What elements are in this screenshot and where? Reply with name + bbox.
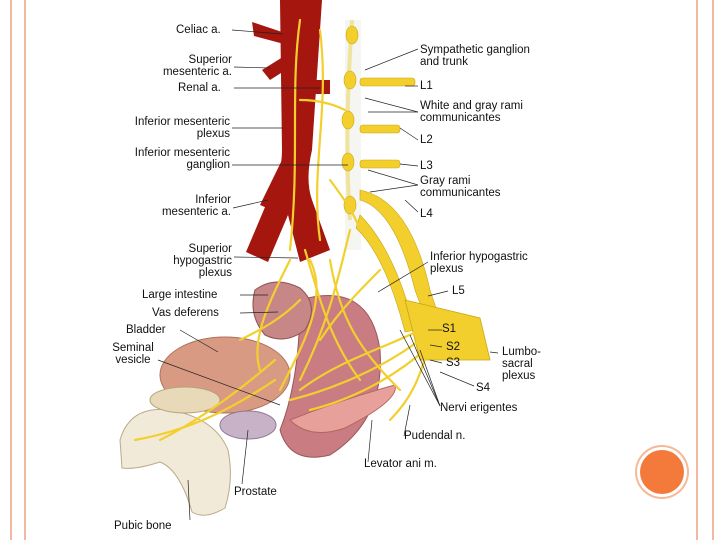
label-inf-hypogastric: Inferior hypogastric plexus bbox=[430, 251, 528, 275]
plexus-fibers bbox=[133, 18, 432, 442]
inf-mesenteric-branch bbox=[260, 160, 292, 210]
lumbosacral-block bbox=[404, 299, 491, 361]
seminal-vesicle-shape bbox=[149, 386, 221, 414]
label-sympathetic-line1: Sympathetic ganglion bbox=[420, 44, 530, 56]
right-frame-border bbox=[696, 0, 714, 540]
large-intestine-shape bbox=[252, 281, 312, 340]
label-sup-mesenteric-line2: mesenteric a. bbox=[162, 66, 232, 78]
label-renal: Renal a. bbox=[178, 82, 221, 94]
label-nervi-erigentes: Nervi erigentes bbox=[440, 402, 518, 414]
label-inf-mes-artery-line1: Inferior bbox=[195, 194, 231, 206]
label-seminal-vesicle-line1: Seminal bbox=[112, 342, 154, 354]
renal-branch bbox=[308, 80, 330, 94]
label-inf-hypogastric-line1: Inferior hypogastric bbox=[430, 251, 528, 263]
label-white-gray-rami-line1: White and gray rami bbox=[420, 100, 523, 112]
label-inf-mes-plexus-line1: Inferior mesenteric bbox=[134, 116, 230, 128]
pubic-bone-shape bbox=[119, 408, 231, 516]
label-lumbosacral-line3: plexus bbox=[502, 370, 536, 382]
label-sympathetic-line2: and trunk bbox=[420, 56, 468, 68]
label-s1: S1 bbox=[442, 323, 457, 335]
label-inf-mes-artery: Inferior mesenteric a. bbox=[140, 194, 231, 218]
label-levator: Levator ani m. bbox=[364, 458, 437, 470]
label-seminal-vesicle-line2: vesicle bbox=[115, 354, 151, 366]
sup-mesenteric-branch bbox=[262, 55, 292, 80]
label-inf-mes-ganglion-line1: Inferior mesenteric bbox=[134, 147, 230, 159]
label-gray-rami-line1: Gray rami bbox=[420, 175, 471, 187]
label-inf-mes-artery-line2: mesenteric a. bbox=[161, 206, 231, 218]
label-l5: L5 bbox=[452, 285, 465, 297]
label-sup-hypogastric: Superior hypogastric plexus bbox=[148, 243, 232, 279]
label-prostate: Prostate bbox=[234, 486, 277, 498]
leader-lines bbox=[157, 29, 499, 521]
label-s2: S2 bbox=[446, 341, 461, 353]
label-s4: S4 bbox=[476, 382, 491, 394]
label-sympathetic: Sympathetic ganglion and trunk bbox=[420, 44, 530, 68]
label-white-gray-rami-line2: communicantes bbox=[420, 112, 501, 124]
label-bladder: Bladder bbox=[126, 324, 166, 336]
label-large-intestine: Large intestine bbox=[142, 289, 218, 301]
label-sup-mesenteric-line1: Superior bbox=[188, 54, 232, 66]
label-sup-hypogastric-line2: hypogastric bbox=[173, 255, 232, 267]
label-pudendal: Pudendal n. bbox=[404, 430, 466, 442]
label-lumbosacral-line1: Lumbo- bbox=[502, 346, 541, 358]
label-inf-mes-plexus-line2: plexus bbox=[196, 128, 230, 140]
label-lumbosacral: Lumbo- sacral plexus bbox=[502, 346, 541, 382]
label-s3: S3 bbox=[446, 357, 461, 369]
accent-circle bbox=[640, 450, 684, 494]
label-gray-rami-line2: communicantes bbox=[420, 187, 501, 199]
label-lumbosacral-line2: sacral bbox=[502, 358, 533, 370]
aorta-shape bbox=[246, 0, 330, 262]
label-inf-mes-ganglion-line2: ganglion bbox=[186, 159, 230, 171]
label-l2: L2 bbox=[420, 134, 433, 146]
label-inf-mes-plexus: Inferior mesenteric plexus bbox=[102, 116, 230, 140]
label-seminal-vesicle: Seminal vesicle bbox=[102, 342, 164, 366]
label-sup-mesenteric: Superior mesenteric a. bbox=[142, 54, 232, 78]
prostate-shape bbox=[219, 410, 277, 440]
left-frame-border bbox=[10, 0, 26, 540]
label-l3: L3 bbox=[420, 160, 433, 172]
label-gray-rami: Gray rami communicantes bbox=[420, 175, 501, 199]
label-inf-hypogastric-line2: plexus bbox=[430, 263, 464, 275]
label-inf-mes-ganglion: Inferior mesenteric ganglion bbox=[102, 147, 230, 171]
label-celiac: Celiac a. bbox=[176, 24, 221, 36]
spinal-nerves bbox=[355, 77, 441, 333]
label-white-gray-rami: White and gray rami communicantes bbox=[420, 100, 523, 124]
label-vas-deferens: Vas deferens bbox=[152, 307, 219, 319]
label-sup-hypogastric-line1: Superior bbox=[188, 243, 232, 255]
label-sup-hypogastric-line3: plexus bbox=[198, 267, 232, 279]
ganglia bbox=[341, 25, 359, 215]
label-l1: L1 bbox=[420, 80, 433, 92]
label-l4: L4 bbox=[420, 208, 433, 220]
label-pubic-bone: Pubic bone bbox=[114, 520, 172, 532]
